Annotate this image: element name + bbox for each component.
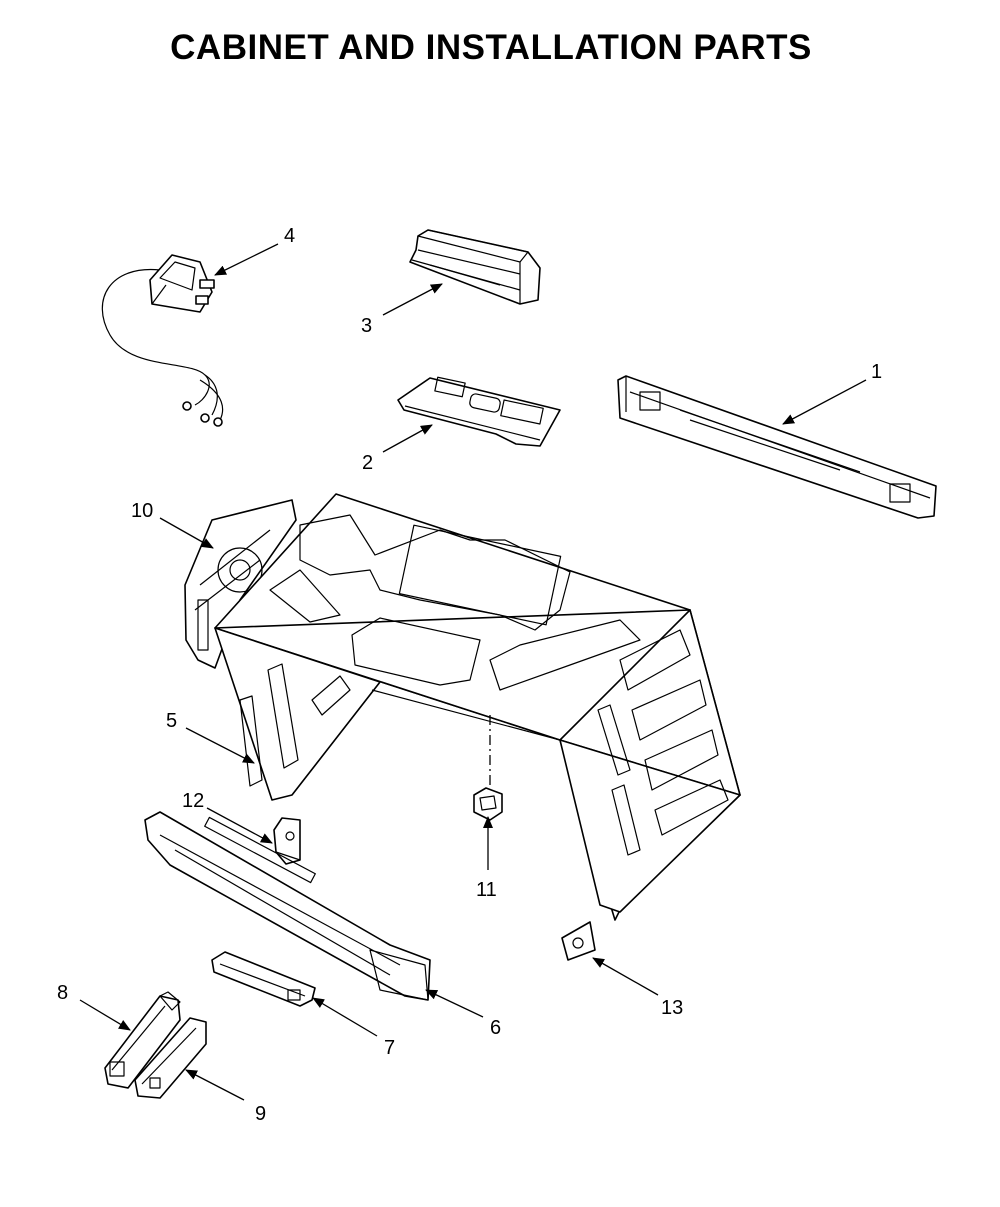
callout-11: 11 [476, 879, 497, 901]
mounting-tab-part [561, 921, 596, 961]
hinge-left-part [104, 991, 181, 1089]
diagram-title: CABINET AND INSTALLATION PARTS [170, 28, 812, 67]
callout-3: 3 [361, 315, 372, 337]
leader-7 [312, 997, 378, 1037]
front-frame-part [144, 811, 431, 1001]
callout-8: 8 [57, 982, 68, 1004]
leader-10 [159, 517, 214, 549]
cabinet-part [214, 493, 741, 921]
callout-10: 10 [131, 500, 153, 522]
power-cord-part [101, 254, 224, 427]
callout-7: 7 [384, 1037, 395, 1059]
latch-part [211, 951, 316, 1007]
vent-grille-part [409, 229, 541, 305]
leader-8 [79, 999, 131, 1031]
leader-9 [185, 1069, 245, 1101]
callout-6: 6 [490, 1017, 501, 1039]
leader-12 [206, 807, 273, 844]
leader-1 [782, 379, 867, 425]
leader-3 [382, 283, 443, 316]
callout-4: 4 [284, 225, 295, 247]
callout-12: 12 [182, 790, 204, 812]
cabinet-clip-part [473, 715, 503, 821]
callout-2: 2 [362, 452, 373, 474]
rear-bracket-part [617, 375, 937, 519]
callout-9: 9 [255, 1103, 266, 1125]
leader-lines [79, 243, 867, 1101]
callout-13: 13 [661, 997, 683, 1019]
bracket-part [273, 817, 301, 865]
leader-6 [425, 989, 484, 1018]
leader-5 [185, 727, 255, 764]
hinge-right-part [134, 1017, 207, 1099]
callout-5: 5 [166, 710, 177, 732]
leader-4 [214, 243, 279, 276]
leader-2 [382, 424, 433, 453]
callout-labels: 1 2 3 4 5 6 7 8 9 10 11 12 13 [57, 225, 882, 1125]
mounting-plate-part [397, 376, 561, 447]
leader-13 [592, 957, 659, 996]
callout-1: 1 [871, 361, 882, 383]
